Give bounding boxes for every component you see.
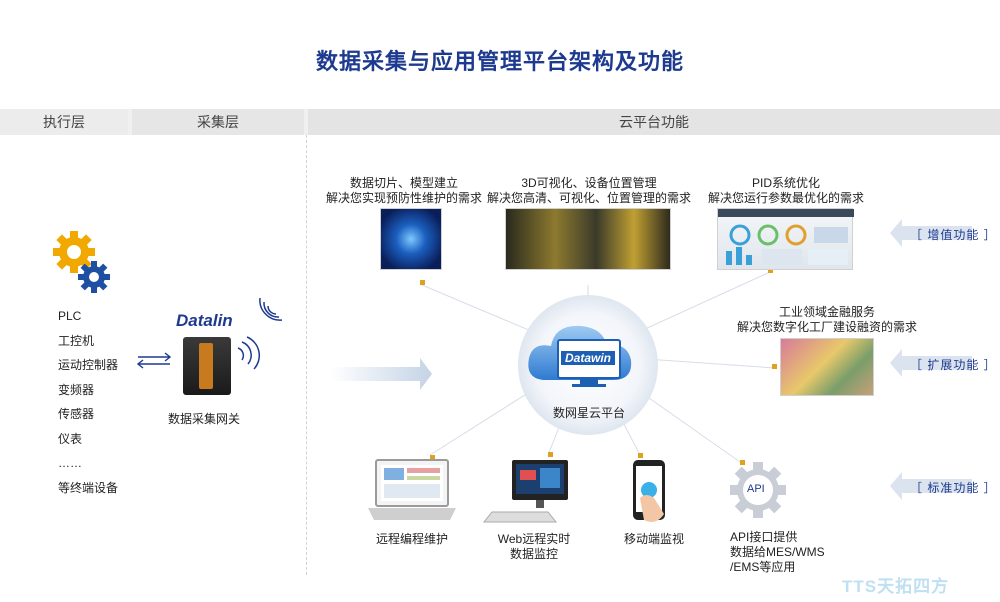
layer-divider — [306, 135, 307, 575]
finance-image — [780, 338, 874, 396]
feature-caption-pid: PID系统优化 解决您运行参数最优化的需求 — [707, 176, 864, 205]
layer-collect: 采集层 — [132, 109, 304, 135]
page-title: 数据采集与应用管理平台架构及功能 — [315, 49, 684, 74]
layer-exec: 执行层 — [0, 109, 128, 135]
device-item: 运动控制器 — [58, 358, 119, 372]
device-item: 传感器 — [58, 407, 95, 421]
datalin-logo: Datalin — [176, 311, 233, 330]
gear-icon-yellow — [53, 231, 95, 273]
device-list: PLC 工控机 运动控制器 变频器 传感器 仪表 …… 等终端设备 — [58, 306, 118, 502]
device-item: 变频器 — [58, 382, 95, 397]
tag-standard: ［ 标准功能 ］ — [910, 481, 997, 495]
pid-dashboard-image — [717, 208, 854, 270]
pid-dashboard-preview — [718, 209, 854, 265]
tag-value-added: ［ 增值功能 ］ — [910, 228, 997, 242]
flow-arrow-icon — [330, 358, 432, 390]
api-badge: API — [747, 483, 765, 495]
device-item: 仪表 — [58, 431, 83, 446]
layer-cloud: 云平台功能 — [308, 109, 1000, 135]
layer-header-band: 执行层 采集层 云平台功能 — [0, 109, 1000, 135]
label-remote-programming: 远程编程维护 — [375, 532, 448, 546]
brand-watermark: TTS天拓四方 — [842, 577, 950, 596]
tag-extension: ［ 扩展功能 ］ — [910, 358, 997, 372]
mobile-phone-icon — [633, 460, 665, 522]
device-item: PLC — [58, 309, 82, 323]
gateway-label: 数据采集网关 — [168, 412, 241, 426]
laptop-icon — [368, 459, 456, 520]
device-item: …… — [58, 456, 82, 470]
datawin-logo: Datawin — [561, 351, 616, 365]
device-item: 等终端设备 — [58, 480, 119, 495]
feature-caption-3d: 3D可视化、设备位置管理 解决您高清、可视化、位置管理的需求 — [486, 176, 691, 205]
platform-label: 数网星云平台 — [553, 406, 626, 420]
label-api: API接口提供 数据给MES/WMS /EMS等应用 — [730, 530, 825, 574]
bidirectional-arrow-icon — [136, 352, 172, 369]
gateway-device-image — [183, 337, 231, 395]
wireless-signal-icon — [237, 297, 283, 370]
feature-caption-modeling: 数据切片、模型建立 解决您实现预防性维护的需求 — [325, 176, 482, 205]
feature-caption-finance: 工业领域金融服务 解决您数字化工厂建设融资的需求 — [736, 305, 917, 334]
gear-icon-blue — [78, 261, 110, 293]
desktop-computer-icon — [482, 460, 568, 523]
device-item: 工控机 — [58, 333, 95, 348]
3d-visualization-image — [505, 208, 671, 270]
data-modeling-image — [380, 208, 442, 270]
label-mobile-monitoring: 移动端监视 — [623, 532, 684, 546]
label-web-monitoring: Web远程实时 数据监控 — [497, 532, 571, 561]
